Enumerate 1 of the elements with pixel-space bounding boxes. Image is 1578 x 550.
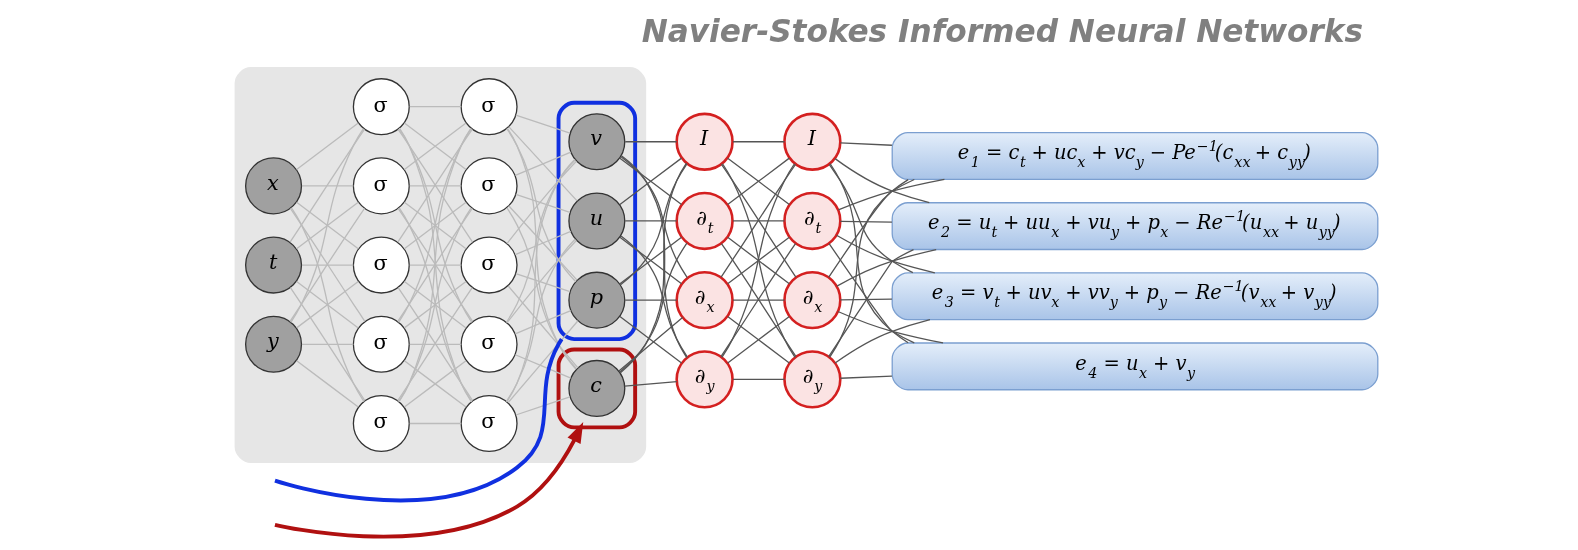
diagram-title: Navier-Stokes Informed Neural Networks (641, 13, 1363, 50)
